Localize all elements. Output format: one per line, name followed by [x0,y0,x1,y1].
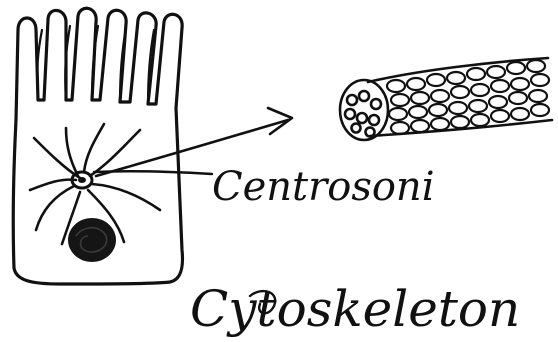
centrosome-label: Centrosoni [212,164,434,210]
nucleus [68,218,116,262]
cytoskeleton-label: Cytoskeleton [190,280,520,338]
